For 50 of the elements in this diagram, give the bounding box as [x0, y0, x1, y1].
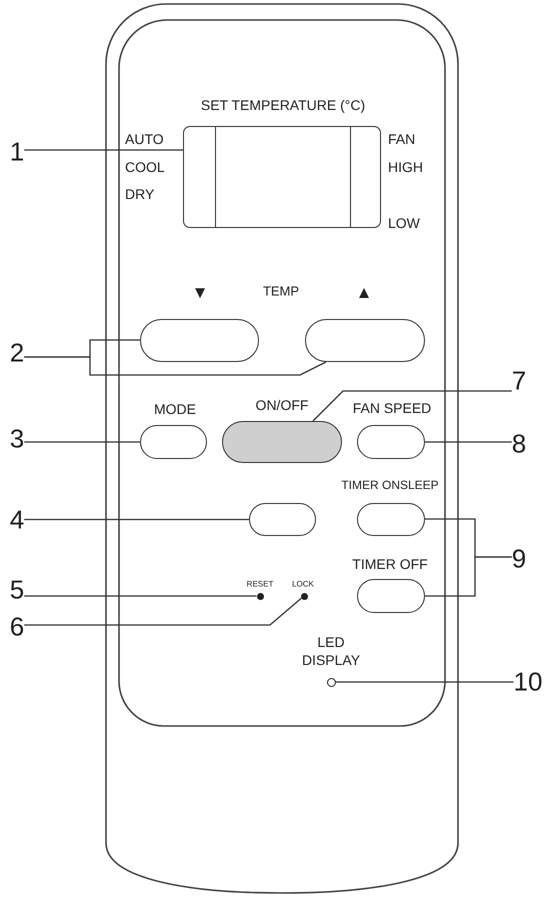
temp-label: TEMP: [262, 284, 300, 300]
temp-up-button: [305, 319, 425, 362]
callout-number: 6: [10, 612, 24, 642]
callout-number: 8: [512, 430, 526, 458]
indicator-label: LED DISPLAY: [300, 633, 362, 669]
callout-number: 7: [512, 366, 526, 396]
timer-off-button: [357, 579, 425, 613]
display-title: SET TEMPERATURE (°C): [200, 96, 366, 114]
mode-label: COOL: [125, 158, 165, 176]
temp-up-sign: ▲: [356, 283, 372, 303]
callout-number: 3: [10, 424, 24, 454]
lock-hole: [300, 592, 308, 600]
fan-speed-label: LOW: [388, 214, 420, 232]
mode-label: AUTO: [125, 130, 164, 148]
leader-line: [425, 441, 512, 443]
fan-speed-button: [357, 425, 425, 459]
callout-number: 1: [10, 138, 24, 166]
remote-button: [249, 503, 316, 536]
leader-line: [425, 556, 512, 597]
leader-line: [336, 681, 514, 683]
leader-line: [24, 598, 302, 626]
fan-label: FAN: [388, 130, 416, 148]
button-label: MODE: [154, 400, 196, 418]
callout-number: 2: [10, 338, 24, 368]
button-label: ON/OFF: [256, 396, 308, 414]
temp-down-sign: ▼: [192, 283, 208, 303]
hole-label: LOCK: [292, 579, 314, 589]
temp-down-button: [140, 319, 259, 362]
reset-hole: [256, 592, 264, 600]
leader-line: [24, 149, 183, 151]
led-indicator: [326, 678, 336, 686]
leader-line: [24, 595, 256, 597]
leader-line: [24, 441, 140, 443]
hole-label: RESET: [246, 579, 274, 589]
lcd-display: [183, 126, 381, 228]
leader-line: [24, 356, 326, 376]
leader-line: [24, 518, 249, 520]
power-button: [222, 421, 342, 463]
callout-number: 4: [10, 506, 24, 534]
button-label: TIMER OFF: [352, 556, 428, 572]
button-label: FAN SPEED: [352, 400, 432, 416]
mode-button: [140, 425, 207, 459]
mode-label: DRY: [125, 185, 154, 203]
fan-speed-label: HIGH: [388, 158, 423, 176]
callout-number: 9: [512, 544, 526, 574]
button-label: TIMER ONSLEEP: [341, 479, 439, 493]
leader-line: [312, 390, 512, 422]
timer-on-button: [357, 503, 425, 536]
callout-number: 10: [514, 668, 542, 696]
callout-number: 5: [10, 576, 24, 604]
